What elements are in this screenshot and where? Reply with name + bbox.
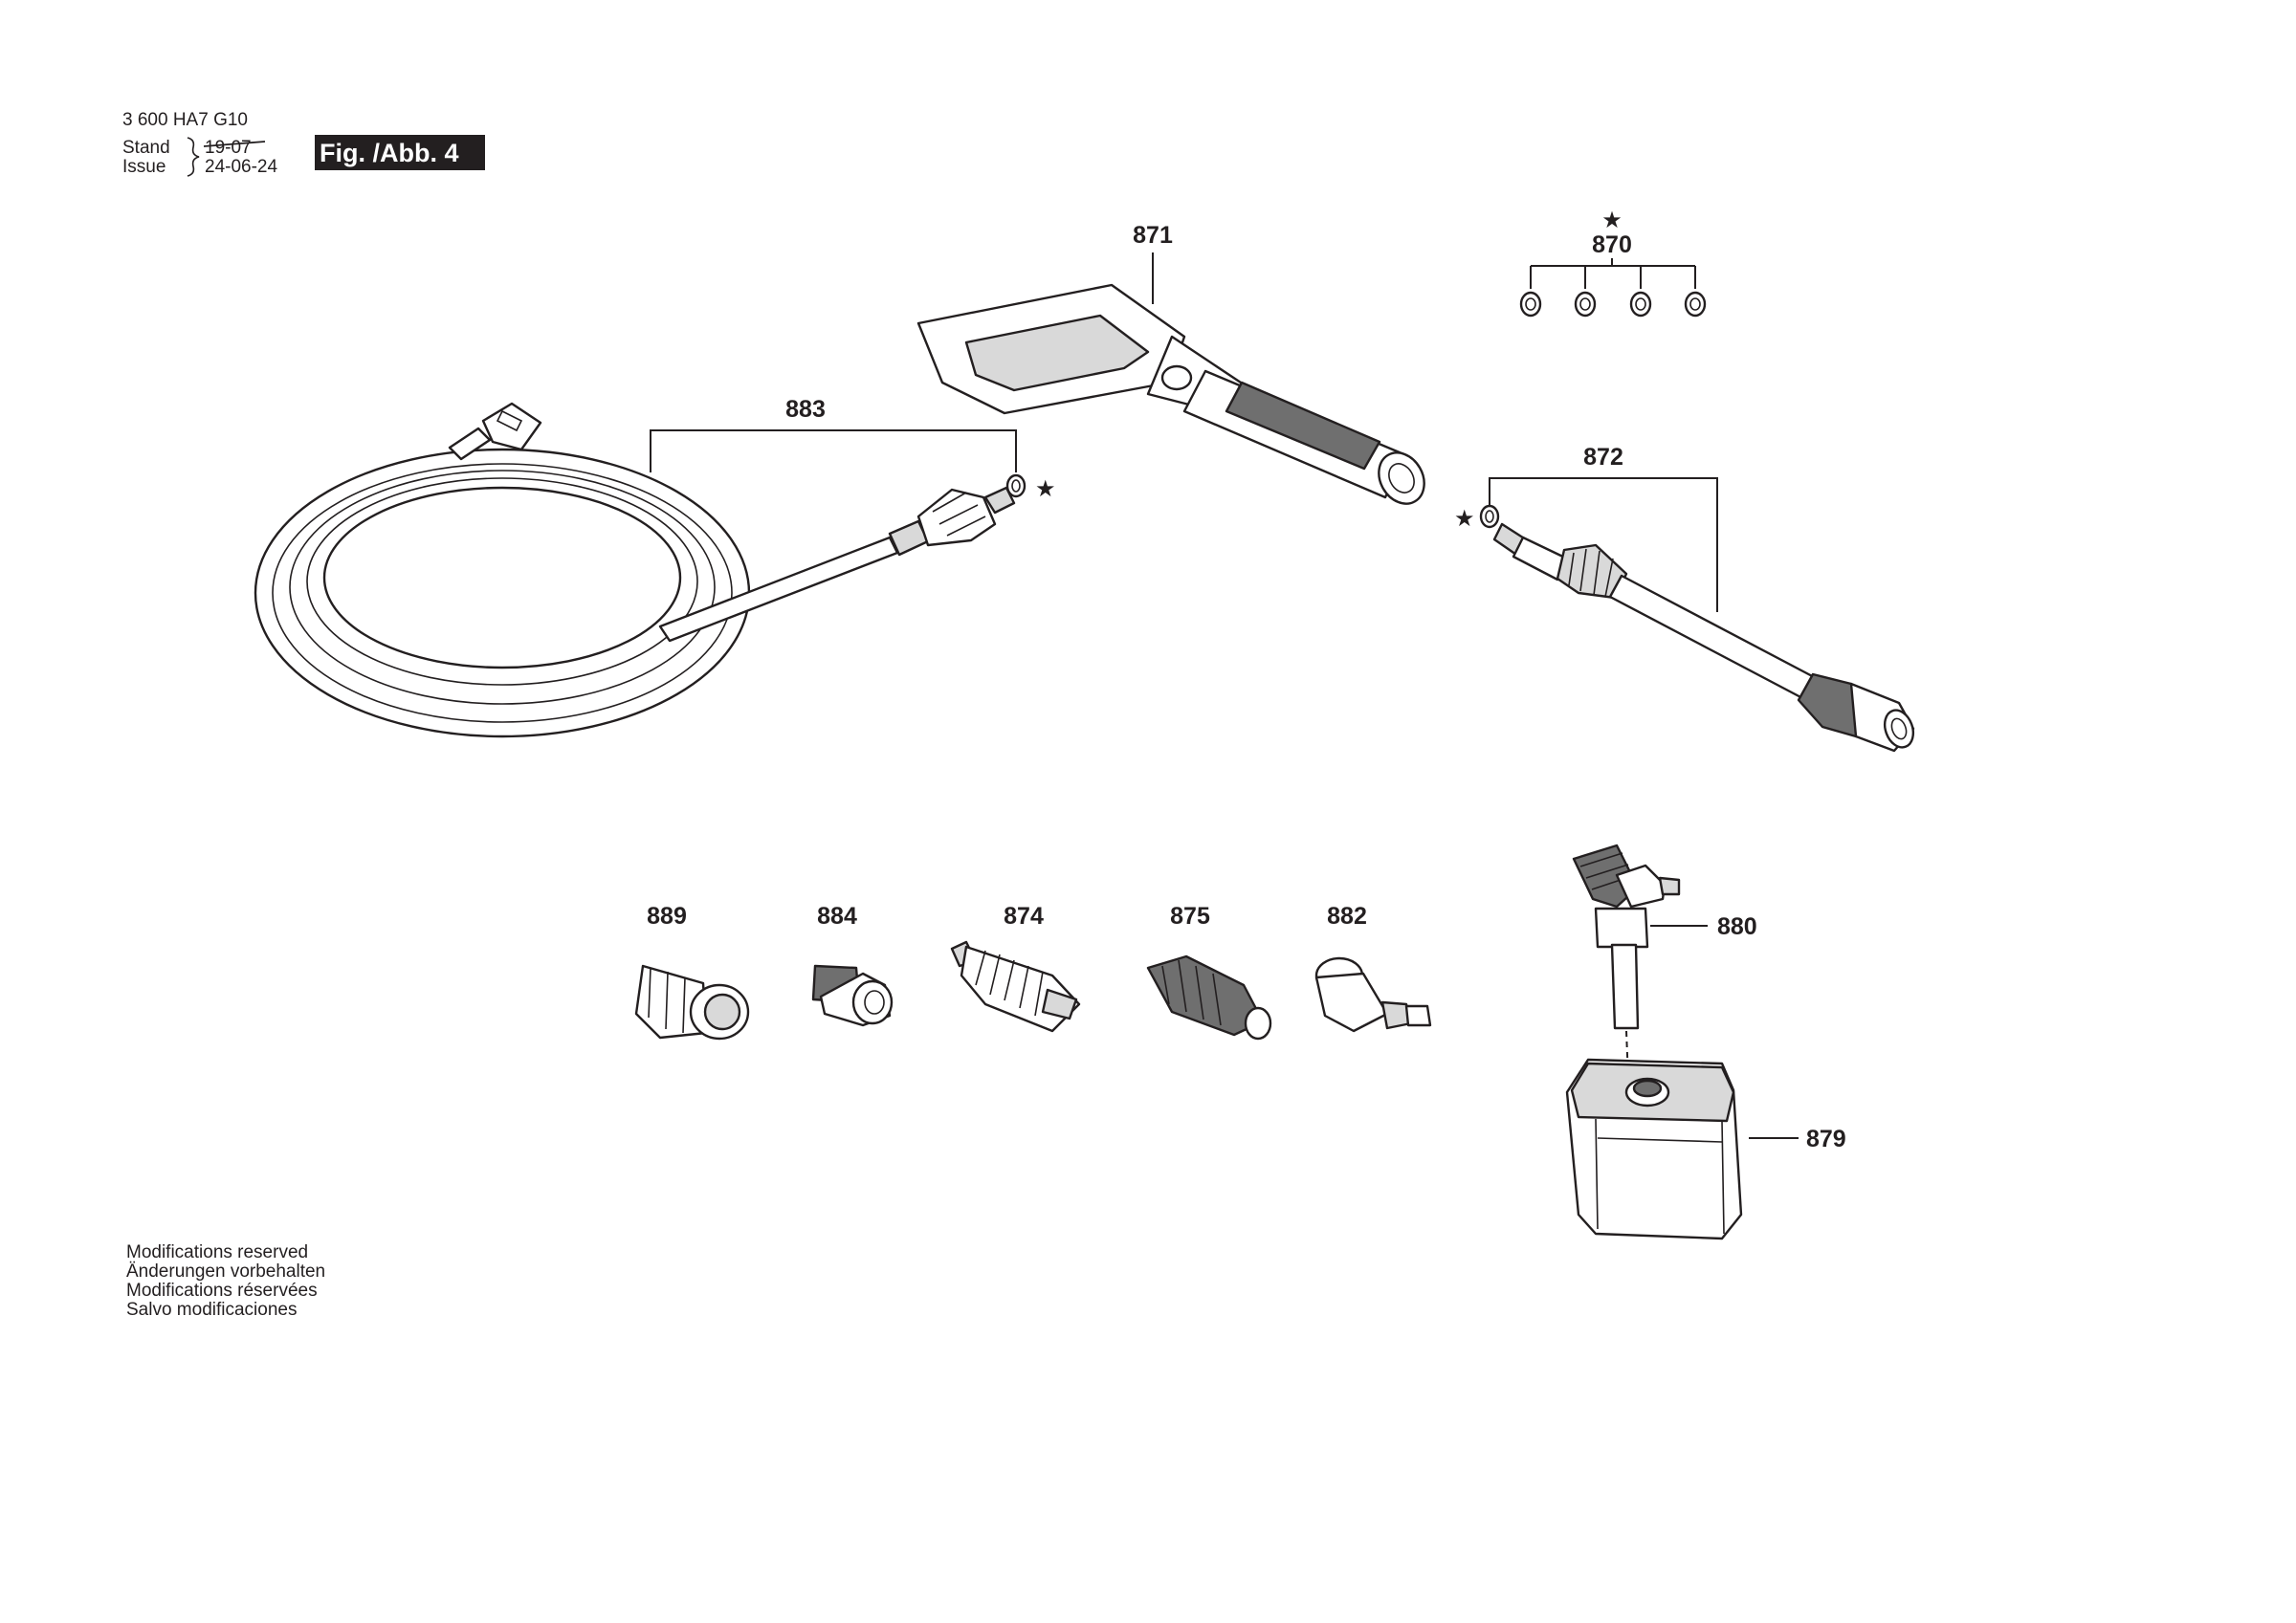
- star-icon: ★: [1601, 208, 1623, 233]
- note-english: Modifications reserved: [126, 1242, 308, 1262]
- header-block: 3 600 HA7 G10 Stand Issue 19-07 24-06-24…: [122, 110, 485, 177]
- o-ring-hole: [1485, 510, 1494, 523]
- callout-883: 883: [785, 396, 826, 423]
- stand-label: Stand: [122, 138, 170, 158]
- nozzle-tab: [1041, 988, 1078, 1020]
- rotary-nozzle-part-875: 875: [1146, 903, 1272, 1041]
- callout-872: 872: [1583, 444, 1623, 471]
- connector-nipple: [1404, 1004, 1432, 1027]
- note-german: Änderungen vorbehalten: [126, 1261, 325, 1282]
- lance-nozzle-hole: [1890, 717, 1908, 740]
- o-ring: [1684, 291, 1707, 318]
- elbow-detail: [496, 409, 523, 432]
- gun-handle-end-hole: [1388, 463, 1415, 493]
- nozzle-ribs: [975, 950, 1044, 1017]
- o-ring-883: [1005, 473, 1027, 498]
- issue-date: 24-06-24: [205, 157, 277, 177]
- note-spanish: Salvo modificaciones: [126, 1300, 297, 1320]
- lance-part-872: ★ 872: [1454, 444, 1915, 753]
- callout-880: 880: [1717, 913, 1757, 940]
- connector-body: [1314, 972, 1389, 1033]
- issue-label: Issue: [122, 157, 166, 177]
- o-ring-hole: [1525, 297, 1536, 311]
- adapter-ring-inner: [703, 993, 741, 1031]
- coupling-part-884: 884: [811, 903, 894, 1027]
- hose-coil-ring: [289, 470, 716, 705]
- callout-879: 879: [1806, 1126, 1846, 1152]
- hose-nipple: [983, 486, 1016, 515]
- rotary-nozzle-ribs: [1161, 959, 1222, 1026]
- fitting-ribs: [932, 492, 986, 537]
- lance-nozzle-end: [1883, 709, 1915, 749]
- bracket-883: [650, 429, 1017, 472]
- modification-notes: Modifications reserved Änderungen vorbeh…: [126, 1242, 325, 1320]
- gun-handle-grip: [1225, 381, 1381, 471]
- callout-875: 875: [1170, 903, 1210, 930]
- rotary-nozzle-end: [1244, 1006, 1272, 1041]
- hose-coil-inner: [322, 486, 682, 669]
- o-ring-hole: [1635, 297, 1646, 311]
- detergent-nozzle-nipple: [1658, 876, 1681, 896]
- stand-date: 19-07: [205, 138, 252, 158]
- gun-swivel: [1160, 364, 1193, 391]
- callout-889: 889: [647, 903, 687, 930]
- o-ring: [1519, 291, 1542, 318]
- detergent-nozzle-collar: [1594, 907, 1649, 949]
- tank-edges: [1595, 1118, 1725, 1235]
- note-french: Modifications réservées: [126, 1281, 318, 1301]
- hose-elbow-pipe: [448, 427, 492, 461]
- callout-874: 874: [1004, 903, 1044, 930]
- brace-icon: [187, 137, 200, 177]
- lance-tube: [1608, 574, 1820, 702]
- o-ring-set-part-870: ★ 870: [1519, 208, 1707, 318]
- spray-gun-part-871: 871: [916, 222, 1425, 505]
- o-ring: [1629, 291, 1652, 318]
- callout-884: 884: [817, 903, 857, 930]
- coupling-end: [851, 979, 894, 1025]
- star-icon: ★: [1454, 506, 1475, 532]
- hose-part-883: 883 ★: [254, 396, 1056, 738]
- o-ring-hole: [1579, 297, 1591, 311]
- figure-badge: [315, 135, 485, 170]
- callout-870: 870: [1592, 231, 1632, 258]
- adapter-body: [634, 964, 708, 1040]
- nozzle-body: [960, 945, 1081, 1033]
- detergent-nozzle-part-880: 880: [1572, 844, 1757, 1080]
- hose-fitting-body: [916, 488, 997, 547]
- adapter-part-889: 889: [634, 903, 750, 1041]
- o-ring-872: [1479, 504, 1500, 529]
- callout-871: 871: [1133, 222, 1173, 249]
- hose-coil-ring: [272, 463, 733, 723]
- bracket-872: [1489, 477, 1718, 612]
- assembly-axis-line: [1625, 1030, 1629, 1080]
- detergent-suction-tube: [1610, 943, 1640, 1030]
- detergent-tank-part-879: 879: [1565, 1058, 1846, 1240]
- connector-part-882: 882: [1314, 903, 1432, 1033]
- gun-handle-end: [1378, 451, 1425, 505]
- hose-elbow-connector: [481, 402, 542, 451]
- bracket-870: [1530, 258, 1696, 289]
- strikethrough-line: [203, 141, 266, 147]
- star-icon: ★: [1035, 476, 1056, 502]
- o-ring-hole: [1011, 479, 1021, 493]
- figure-label: Fig. /Abb. 4: [320, 139, 459, 167]
- lance-grip-ribs: [1568, 548, 1614, 598]
- callout-882: 882: [1327, 903, 1367, 930]
- part-number: 3 600 HA7 G10: [122, 110, 248, 130]
- o-ring-hole: [1689, 297, 1701, 311]
- o-ring: [1574, 291, 1597, 318]
- nozzle-part-874: 874: [950, 903, 1081, 1033]
- adapter-ribs: [648, 967, 686, 1034]
- tank-cap-top: [1632, 1079, 1663, 1098]
- coupling-hole: [864, 990, 885, 1015]
- gun-trigger-opening: [964, 314, 1150, 392]
- hose-coil-ring: [306, 477, 698, 686]
